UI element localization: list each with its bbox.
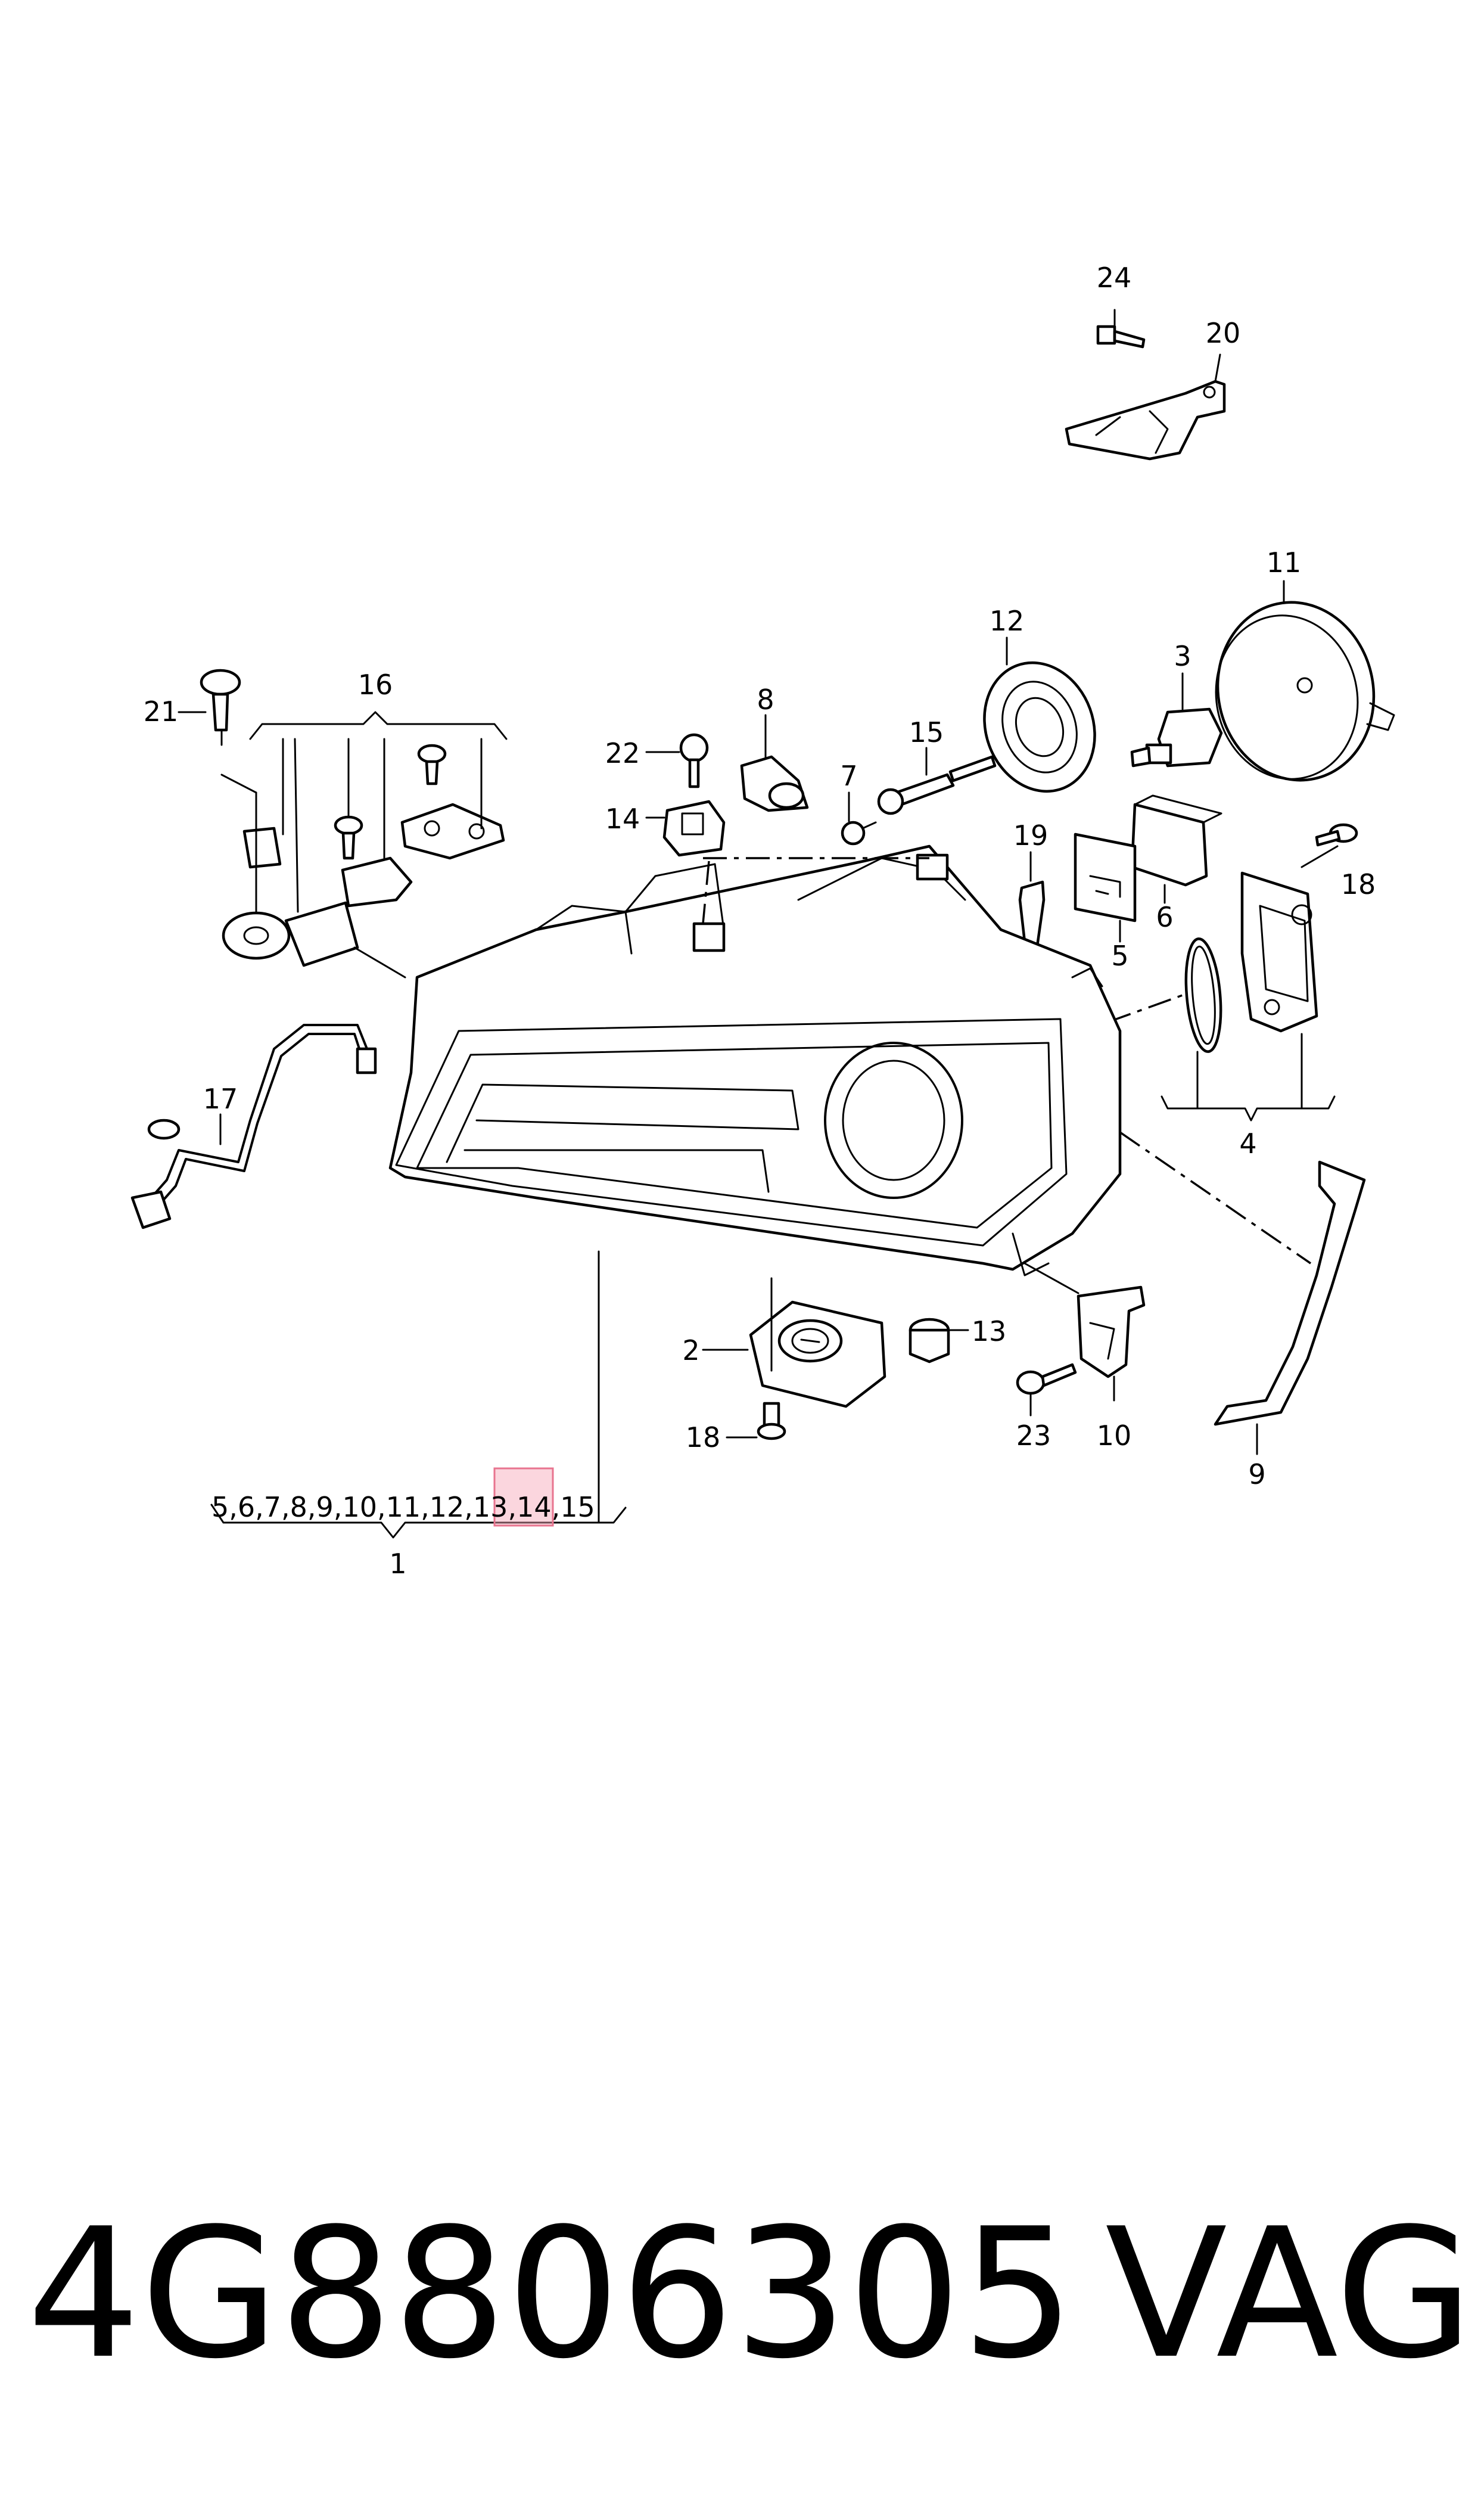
- callout-12: 12: [990, 605, 1025, 637]
- ballast-module-4: [1240, 871, 1318, 1033]
- lens-ring-12: [983, 661, 1096, 793]
- adjuster-16a: [222, 827, 291, 960]
- bulb-8: [740, 755, 809, 812]
- callout-24: 24: [1097, 262, 1132, 294]
- callout-21: 21: [144, 695, 179, 728]
- clip-16f: [400, 803, 505, 860]
- gasket-ring-4: [1184, 937, 1222, 1053]
- callout-1: 1: [389, 1548, 406, 1580]
- wire-harness-17: [130, 1024, 377, 1229]
- bracket-10: [1077, 1285, 1146, 1378]
- brand-name: VAG: [1105, 2190, 1474, 2398]
- callout-18-bottom: 18: [686, 1421, 721, 1453]
- screw-22: [679, 733, 709, 788]
- screw-16c: [334, 815, 363, 860]
- callout-23: 23: [1016, 1420, 1051, 1452]
- callout-5: 5: [1111, 940, 1128, 972]
- module-6: [1130, 794, 1222, 887]
- callout-14: 14: [605, 803, 640, 835]
- screw-16e: [417, 744, 447, 785]
- bracket-16b: [284, 901, 359, 967]
- clip-14: [662, 800, 726, 857]
- callout-17: 17: [203, 1083, 238, 1115]
- callout-11: 11: [1267, 546, 1302, 579]
- callout-6: 6: [1156, 901, 1173, 933]
- screw-18-top: [1315, 823, 1358, 847]
- callout-2: 2: [682, 1334, 699, 1366]
- bolt-23: [1016, 1363, 1077, 1395]
- grommet-13: [909, 1318, 950, 1363]
- seal-strip-9: [1214, 1160, 1366, 1426]
- callout-8: 8: [757, 684, 774, 716]
- bracket-20: [1065, 380, 1226, 461]
- callout-19: 19: [1013, 819, 1049, 852]
- callout-4: 4: [1239, 1128, 1256, 1160]
- screw-21: [200, 669, 241, 732]
- callout-3: 3: [1174, 640, 1191, 672]
- assembly-contents: 5,6,7,8,9,10,11,12,13,14,15: [211, 1491, 595, 1523]
- callout-7: 7: [840, 760, 857, 792]
- callout-13: 13: [972, 1315, 1007, 1347]
- bolt-24: [1096, 325, 1146, 349]
- callout-22: 22: [605, 737, 640, 769]
- bulb-7: [841, 821, 877, 846]
- headlamp-housing-1: [388, 844, 1122, 1276]
- ballast-2: [749, 1300, 886, 1408]
- label-5: [1074, 833, 1137, 923]
- highlight-marker: [493, 1467, 554, 1527]
- callout-18-top: 18: [1341, 868, 1376, 900]
- callout-10: 10: [1097, 1420, 1132, 1452]
- bulb-3: [1130, 707, 1223, 768]
- screw-18-bottom: [757, 1402, 786, 1440]
- callout-15: 15: [909, 716, 944, 748]
- callout-9: 9: [1248, 1458, 1265, 1490]
- cover-cap-11: [1215, 601, 1395, 782]
- callout-20: 20: [1206, 317, 1241, 349]
- callout-16: 16: [358, 669, 393, 701]
- clip-16d: [341, 856, 413, 908]
- bulb-15: [877, 755, 997, 815]
- part-number: 4G8806305: [27, 2190, 1075, 2398]
